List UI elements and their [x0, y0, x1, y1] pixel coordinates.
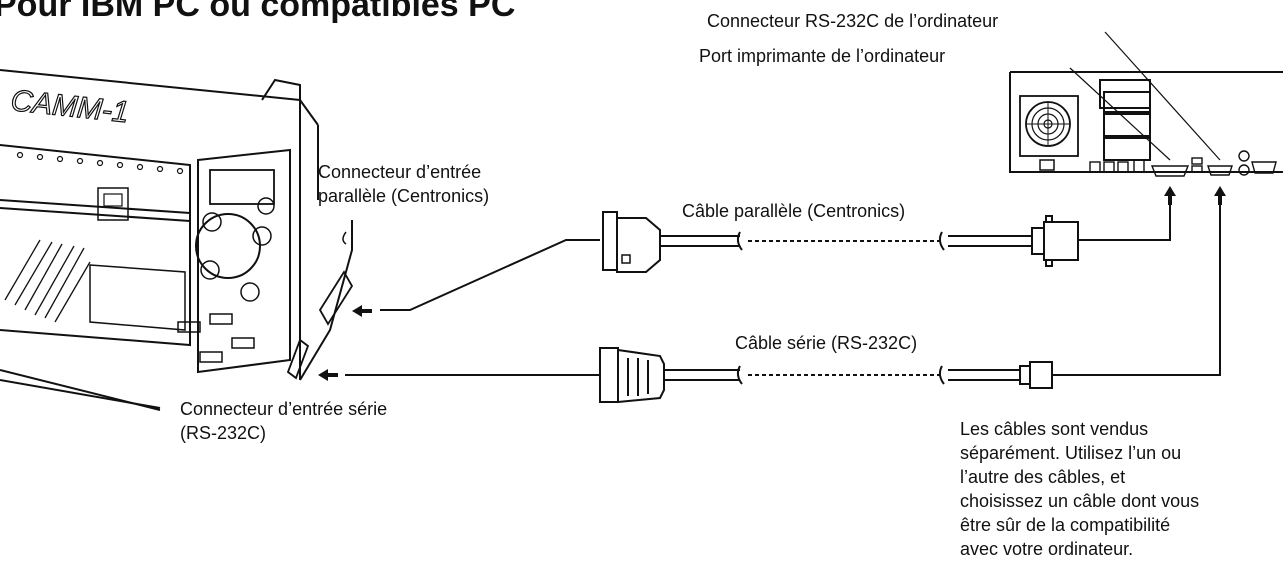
serial-input-label-line2: (RS-232C): [180, 423, 267, 443]
page-title: Pour IBM PC ou compatibles PC: [0, 0, 516, 24]
computer: [1009, 71, 1283, 177]
parallel-cable-label: Câble parallèle (Centronics): [682, 201, 906, 221]
parallel-cable: [602, 200, 1171, 273]
camm1-machine: [0, 69, 354, 411]
note-line: l’autre des câbles, et: [960, 467, 1126, 487]
rs232-port: [1207, 165, 1233, 176]
note-line: Les câbles sont vendus: [960, 419, 1149, 439]
note-line: avec votre ordinateur.: [960, 539, 1134, 559]
serial-input-label-line1: Connecteur d’entrée série: [180, 399, 388, 419]
note-line: être sûr de la compatibilité: [960, 515, 1171, 535]
parallel-input-label-line1: Connecteur d’entrée: [318, 162, 482, 182]
cable-note: Les câbles sont vendus séparément. Utili…: [960, 417, 1199, 561]
arrow-left-parallel-icon: [352, 305, 372, 317]
front-grill: [4, 239, 91, 323]
arrow-left-serial-icon: [318, 369, 338, 381]
parallel-connector-port: [318, 270, 354, 326]
rail-holes: [16, 151, 184, 175]
parallel-input-label-line2: parallèle (Centronics): [318, 186, 490, 206]
serial-cable: [599, 205, 1221, 404]
printer-port: [1150, 165, 1190, 177]
note-line: séparément. Utilisez l’un ou: [960, 443, 1182, 463]
note-line: choisissez un câble dont vous: [960, 491, 1200, 511]
arrow-up-parallel-icon: [1164, 186, 1176, 205]
serial-connector-port: [286, 338, 310, 380]
parallel-leader-line: [380, 239, 600, 311]
printer-port-leader: [1069, 67, 1171, 161]
rs232-port-leader: [1104, 31, 1221, 161]
serial-cable-label: Câble série (RS-232C): [735, 333, 918, 353]
printer-port-label: Port imprimante de l’ordinateur: [699, 46, 946, 66]
brand-logo: CAMM-1: [9, 84, 130, 129]
arrow-up-serial-icon: [1214, 186, 1226, 205]
rs232-port-label: Connecteur RS-232C de l’ordinateur: [707, 11, 999, 31]
